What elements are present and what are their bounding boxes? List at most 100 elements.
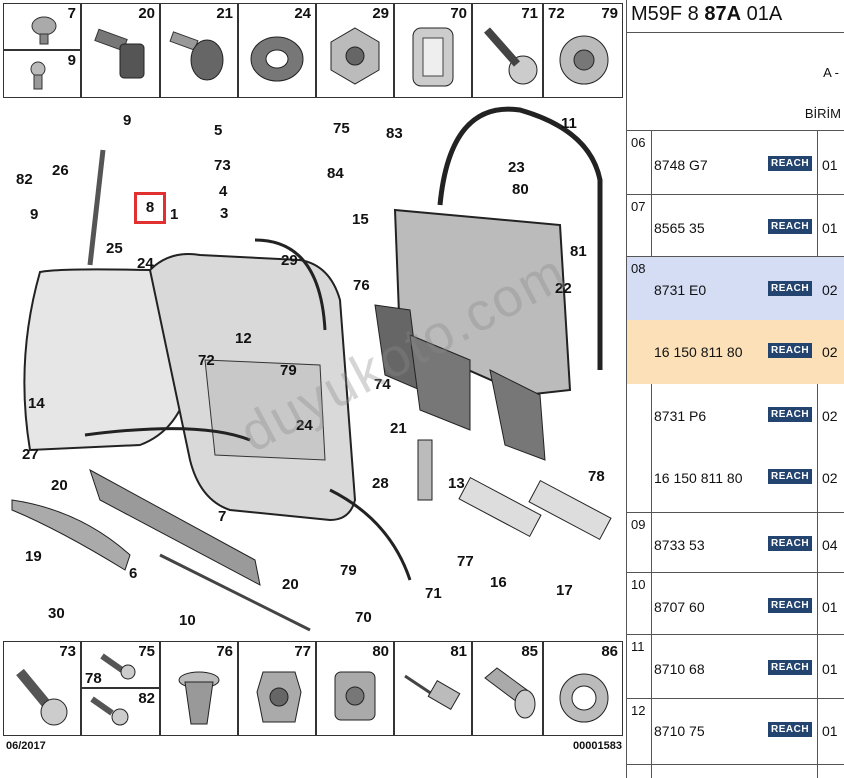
- reach-badge[interactable]: REACH: [768, 598, 813, 613]
- thumb-70[interactable]: 70: [394, 3, 472, 98]
- thumb-29[interactable]: 29: [316, 3, 394, 98]
- table-row[interactable]: 06 8748 G7 REACH 01: [627, 130, 844, 194]
- birim-header: BİRİM: [804, 106, 841, 121]
- reach-badge[interactable]: REACH: [768, 536, 813, 551]
- reach-badge[interactable]: REACH: [768, 281, 813, 296]
- reach-badge[interactable]: REACH: [768, 219, 813, 234]
- diagram-code: 00001583: [573, 740, 622, 752]
- ref-label: 27: [22, 446, 39, 463]
- part-reference[interactable]: 8733 53: [654, 537, 705, 553]
- thumb-number: 73: [59, 643, 76, 660]
- header-divider: [627, 32, 844, 33]
- ref-label: 7: [218, 508, 227, 525]
- quantity: 01: [822, 220, 838, 236]
- part-reference[interactable]: 8707 60: [654, 599, 705, 615]
- thumb-86[interactable]: 86: [543, 641, 623, 736]
- part-reference[interactable]: 16 150 811 80: [654, 344, 743, 360]
- thumb-80[interactable]: 80: [316, 641, 394, 736]
- tailgate-exploded-view: [11, 106, 612, 632]
- thumb-number: 76: [216, 643, 233, 660]
- table-row[interactable]: 07 8565 35 REACH 01: [627, 194, 844, 256]
- thumb-75-78[interactable]: 75 78: [81, 641, 160, 688]
- reach-badge[interactable]: REACH: [768, 722, 813, 737]
- thumb-82[interactable]: 82: [81, 688, 160, 736]
- screw-icon: [484, 27, 538, 85]
- ref-label: 1: [170, 206, 179, 223]
- part-reference[interactable]: 8565 35: [654, 220, 705, 236]
- title-prefix: M59F 8: [631, 3, 705, 25]
- row-index: 12: [631, 703, 646, 718]
- thumb-72-79[interactable]: 72 79: [543, 3, 623, 98]
- row-index: 11: [631, 639, 645, 654]
- ref-label: 16: [490, 574, 507, 591]
- rubber-stop-icon: [169, 31, 224, 81]
- thumb-21[interactable]: 21: [160, 3, 238, 98]
- reach-badge[interactable]: REACH: [768, 469, 813, 484]
- ref-label: 70: [355, 609, 372, 626]
- ref-label: 17: [556, 582, 573, 599]
- thumb-number: 21: [216, 5, 233, 22]
- reach-badge[interactable]: REACH: [768, 156, 813, 171]
- table-row[interactable]: 10 8707 60 REACH 01: [627, 572, 844, 634]
- bottom-thumbnail-strip: 73 75 78 82 76 77 80 81 85: [3, 641, 623, 736]
- part-reference[interactable]: 8731 P6: [654, 408, 707, 424]
- table-row-highlighted[interactable]: 16 150 811 80 REACH 02: [627, 320, 844, 384]
- table-row[interactable]: 8731 P6 REACH 02: [627, 384, 844, 448]
- table-row: [627, 764, 844, 778]
- expansion-plug-icon: [178, 671, 220, 725]
- quantity: 04: [822, 537, 838, 553]
- thumb-77[interactable]: 77: [238, 641, 316, 736]
- title-bold: 87A: [704, 3, 742, 25]
- ref-label: 14: [28, 395, 45, 412]
- thumb-81[interactable]: 81: [394, 641, 472, 736]
- thumb-number: 20: [138, 5, 155, 22]
- title-suffix: 01A: [741, 3, 783, 25]
- table-row-selected[interactable]: 08 8731 E0 REACH 02: [627, 256, 844, 320]
- ref-label: 20: [282, 576, 299, 593]
- thumb-20[interactable]: 20: [81, 3, 160, 98]
- rivet-icon: [404, 674, 461, 710]
- small-screw-icon: [100, 653, 136, 680]
- ref-label: 21: [390, 420, 407, 437]
- table-row[interactable]: 16 150 811 80 REACH 02: [627, 448, 844, 512]
- ref-label: 28: [372, 475, 389, 492]
- screw-clip-icon: [31, 16, 57, 45]
- part-reference[interactable]: 8748 G7: [654, 157, 708, 173]
- thumb-number: 72: [548, 5, 565, 22]
- part-reference[interactable]: 8710 68: [654, 661, 705, 677]
- reach-badge[interactable]: REACH: [768, 660, 813, 675]
- insert-nut-icon: [334, 671, 376, 721]
- ref-label: 9: [30, 206, 39, 223]
- thumb-73[interactable]: 73: [3, 641, 81, 736]
- thumb-76[interactable]: 76: [160, 641, 238, 736]
- thumb-number: 86: [601, 643, 618, 660]
- row-index: 09: [631, 517, 646, 532]
- thumb-71[interactable]: 71: [472, 3, 543, 98]
- ref-label: 15: [352, 211, 369, 228]
- table-row[interactable]: 12 8710 75 REACH 01: [627, 698, 844, 764]
- thumb-number: 24: [294, 5, 311, 22]
- part-reference[interactable]: 8710 75: [654, 723, 705, 739]
- reach-badge[interactable]: REACH: [768, 407, 813, 422]
- push-clip-icon: [484, 667, 536, 719]
- ref-label: 83: [386, 125, 403, 142]
- ref-label-highlighted[interactable]: 8: [134, 192, 166, 224]
- ref-label: 77: [457, 553, 474, 570]
- reach-badge[interactable]: REACH: [768, 343, 813, 358]
- thumb-9[interactable]: 9: [3, 50, 81, 98]
- thumb-85[interactable]: 85: [472, 641, 543, 736]
- quantity: 02: [822, 344, 838, 360]
- ref-label: 72: [198, 352, 215, 369]
- thumb-7[interactable]: 7: [3, 3, 81, 50]
- thumb-24[interactable]: 24: [238, 3, 316, 98]
- table-row[interactable]: 11 8710 68 REACH 01: [627, 634, 844, 698]
- thumb-number: 9: [67, 52, 76, 69]
- quantity: 01: [822, 599, 838, 615]
- part-reference[interactable]: 16 150 811 80: [654, 470, 743, 486]
- thumb-number: 80: [372, 643, 389, 660]
- small-screw-icon: [90, 696, 129, 726]
- ref-label: 6: [129, 565, 138, 582]
- part-reference[interactable]: 8731 E0: [654, 282, 707, 298]
- table-row[interactable]: 09 8733 53 REACH 04: [627, 512, 844, 572]
- row-index: 06: [631, 135, 646, 150]
